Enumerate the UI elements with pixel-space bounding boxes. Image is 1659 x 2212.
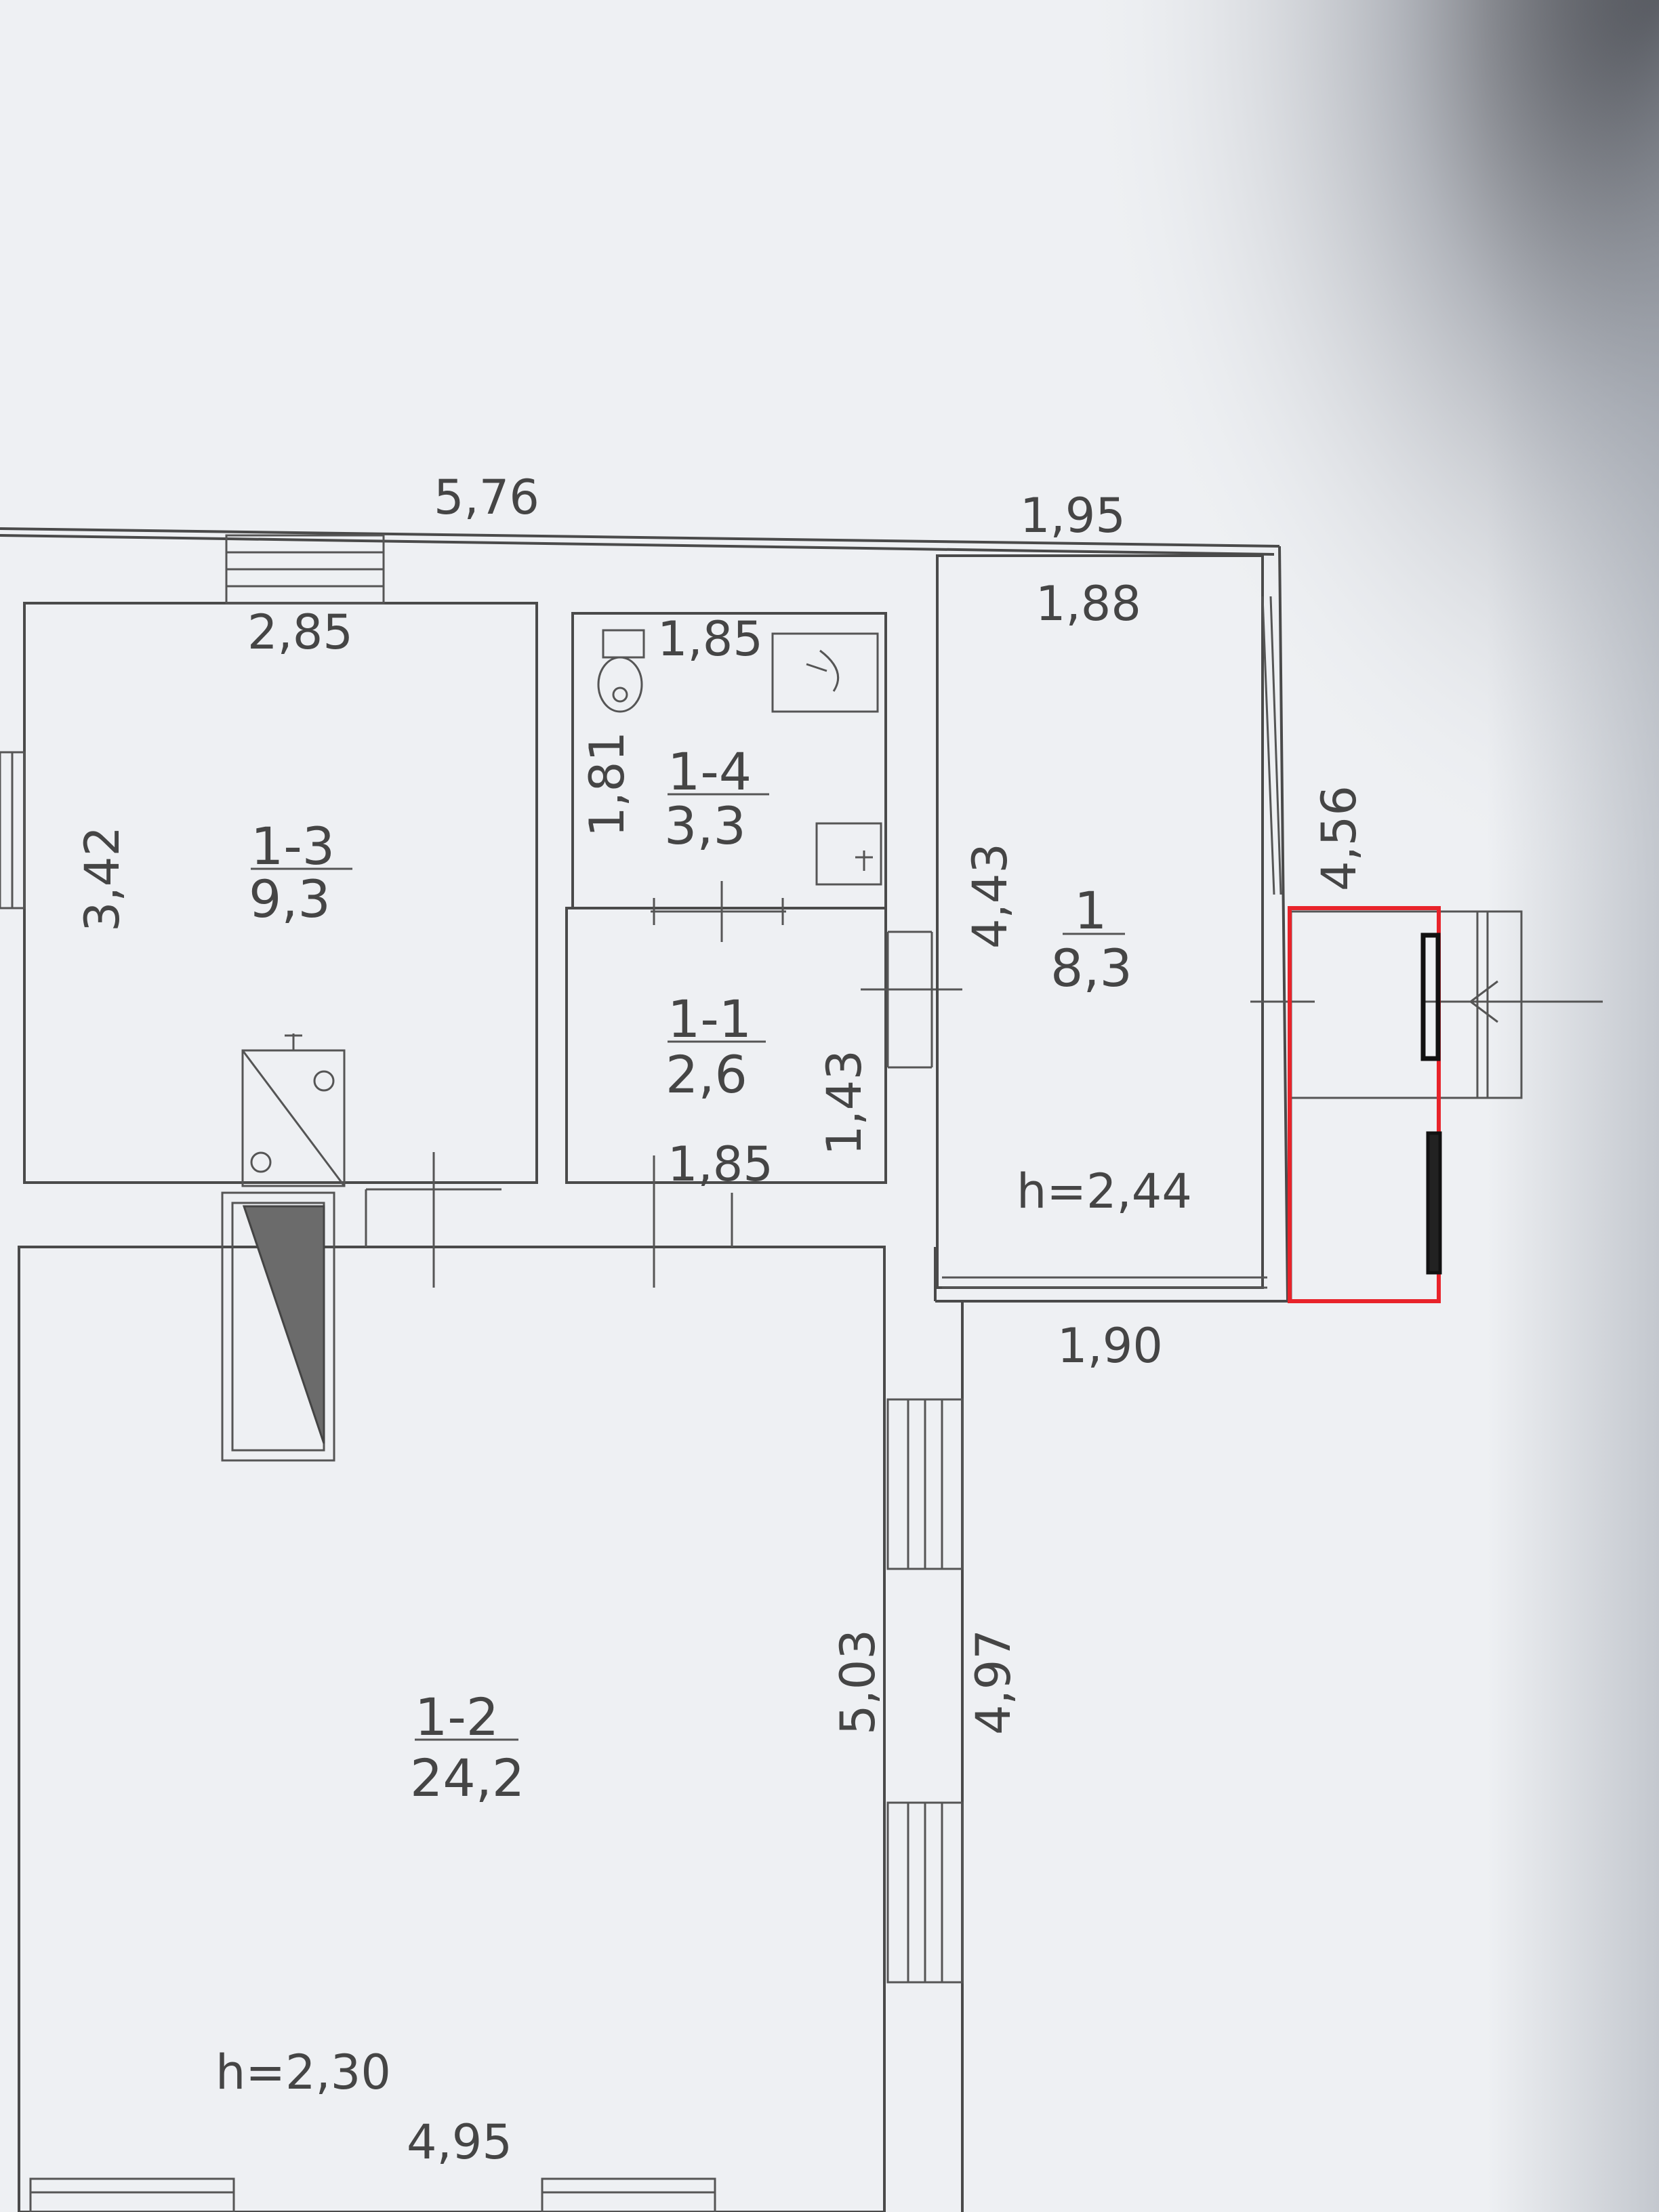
dim-top-right: 1,95 [1020,488,1126,544]
dim-top-main: 5,76 [434,470,539,525]
toilet-icon [597,629,645,713]
dim-room13-top: 2,85 [247,605,353,660]
window-top-left [225,534,385,605]
dim-vest-bottom: 1,90 [1057,1318,1163,1374]
room-area-1-1: 2,6 [665,1044,747,1105]
height-main: h=2,30 [216,2045,391,2100]
dim-outer-right: 4,56 [1311,785,1367,891]
door-leaf-upper [1420,933,1441,1061]
dim-corr-right: 4,97 [966,1629,1021,1735]
door-marks [651,881,962,1069]
sink-icon [815,822,882,886]
room-1-1 [565,907,887,1184]
door-1-3-1-2 [365,1152,501,1288]
dim-room12-bottom: 4,95 [407,2114,512,2170]
room-1-2 [18,1246,886,2212]
dim-vest-side: 4,43 [962,843,1018,949]
edge-shadow [1084,0,1659,2212]
room-id-1: 1 [1074,880,1107,941]
room-area-1: 8,3 [1050,938,1132,998]
dim-hall-side: 1,43 [817,1050,872,1155]
dim-vest-top: 1,88 [1036,576,1141,632]
window-left [0,751,26,909]
dim-bath-top: 1,85 [657,611,763,667]
oven-icon [221,1191,335,1462]
window-bottom-left [29,2177,235,2212]
dim-corr-left: 5,03 [830,1629,886,1735]
stove-icon [241,1033,346,1187]
room-area-1-4: 3,3 [664,796,746,856]
dim-hall-bottom: 1,85 [668,1136,773,1192]
room-area-1-2: 24,2 [410,1748,525,1808]
room-id-1-2: 1-2 [415,1687,499,1747]
dim-room13-side: 3,42 [75,826,130,932]
bathtub-icon [771,632,879,713]
window-corridor-lower [886,1801,964,1984]
window-bottom-mid [541,2177,716,2212]
highlight-box [1288,906,1441,1303]
window-vestibule-right [1261,596,1282,895]
window-corridor-upper [886,1398,964,1570]
window-vestibule-bottom [942,1276,1267,1289]
room-id-1-4: 1-4 [668,741,752,802]
door-1-1-1-2 [653,1155,733,1288]
room-id-1-1: 1-1 [668,989,752,1049]
height-vestibule: h=2,44 [1017,1164,1192,1219]
room-area-1-3: 9,3 [249,869,331,929]
dim-bath-side: 1,81 [579,731,635,837]
room-id-1-3: 1-3 [251,816,335,876]
door-leaf-lower [1426,1131,1442,1275]
